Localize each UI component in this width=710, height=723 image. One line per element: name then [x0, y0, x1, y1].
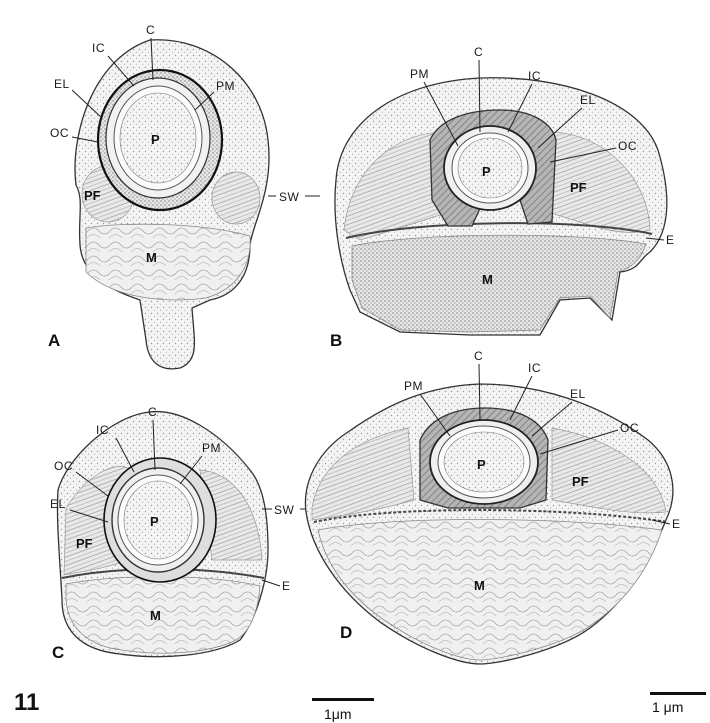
panel-a-label-p: P	[151, 132, 160, 147]
panel-b-label-p: P	[482, 164, 491, 179]
panel-a: P PF M C IC PM EL OC A	[48, 23, 269, 369]
scale-bar-right-line	[650, 692, 706, 695]
scale-bar-left-line	[312, 698, 374, 701]
panel-b-label-ic: IC	[528, 69, 541, 83]
panel-a-mitochondrion	[86, 224, 250, 300]
panel-d-label-ic: IC	[528, 361, 541, 375]
panel-c-label-pf: PF	[76, 536, 93, 551]
panel-d-label-p: P	[477, 457, 486, 472]
panel-c-label-m: M	[150, 608, 161, 623]
panel-c-letter: C	[52, 643, 64, 662]
panel-b-mitochondrion	[352, 235, 646, 332]
panel-a-label-oc: OC	[50, 126, 69, 140]
panel-b-label-e: E	[666, 233, 675, 247]
panel-a-label-ic: IC	[92, 41, 105, 55]
panel-b-label-pf: PF	[570, 180, 587, 195]
figure-number: 11	[14, 689, 39, 716]
panel-d: P PF M C PM IC EL OC E D	[305, 349, 680, 664]
panel-c: P PF M C IC PM OC EL E C	[50, 405, 291, 662]
panel-b-label-el: EL	[580, 93, 596, 107]
panel-c-label-ic: IC	[96, 423, 109, 437]
panel-b-label-m: M	[482, 272, 493, 287]
panel-c-label-el: EL	[50, 497, 66, 511]
panel-d-label-el: EL	[570, 387, 586, 401]
panel-d-mitochondrion	[318, 520, 662, 661]
panel-b-label-oc: OC	[618, 139, 637, 153]
panel-c-label-p: P	[150, 514, 159, 529]
panel-d-letter: D	[340, 623, 352, 642]
label-sw-upper: SW	[279, 190, 300, 204]
panel-d-label-e: E	[672, 517, 681, 531]
panel-d-label-m: M	[474, 578, 485, 593]
panel-b-letter: B	[330, 331, 342, 350]
panel-d-label-pm: PM	[404, 379, 423, 393]
scale-bar-left-label: 1μm	[324, 706, 352, 722]
scale-bar-right-label: 1 μm	[652, 699, 683, 715]
panel-d-label-c: C	[474, 349, 483, 363]
scale-bar-right: 1 μm	[650, 692, 706, 715]
panel-a-label-m: M	[146, 250, 157, 265]
panel-c-mitochondrion	[66, 577, 260, 653]
panel-a-label-pf: PF	[84, 188, 101, 203]
sw-label-upper: SW	[268, 190, 320, 204]
panel-c-label-oc: OC	[54, 459, 73, 473]
panel-a-peripheral-fibers-right	[212, 172, 260, 224]
panel-a-label-c: C	[146, 23, 155, 37]
panel-d-label-oc: OC	[620, 421, 639, 435]
label-sw-lower: SW	[274, 503, 295, 517]
panel-c-label-e: E	[282, 579, 291, 593]
panel-c-label-pm: PM	[202, 441, 221, 455]
panel-c-label-c: C	[148, 405, 157, 419]
panel-b-label-pm: PM	[410, 67, 429, 81]
panel-b-label-c: C	[474, 45, 483, 59]
scale-bar-left: 1μm	[312, 698, 374, 722]
panel-d-label-pf: PF	[572, 474, 589, 489]
panel-a-letter: A	[48, 331, 60, 350]
panel-b: P PF M PM C IC EL OC E B	[330, 45, 675, 350]
panel-a-label-pm: PM	[216, 79, 235, 93]
panel-a-label-el: EL	[54, 77, 70, 91]
